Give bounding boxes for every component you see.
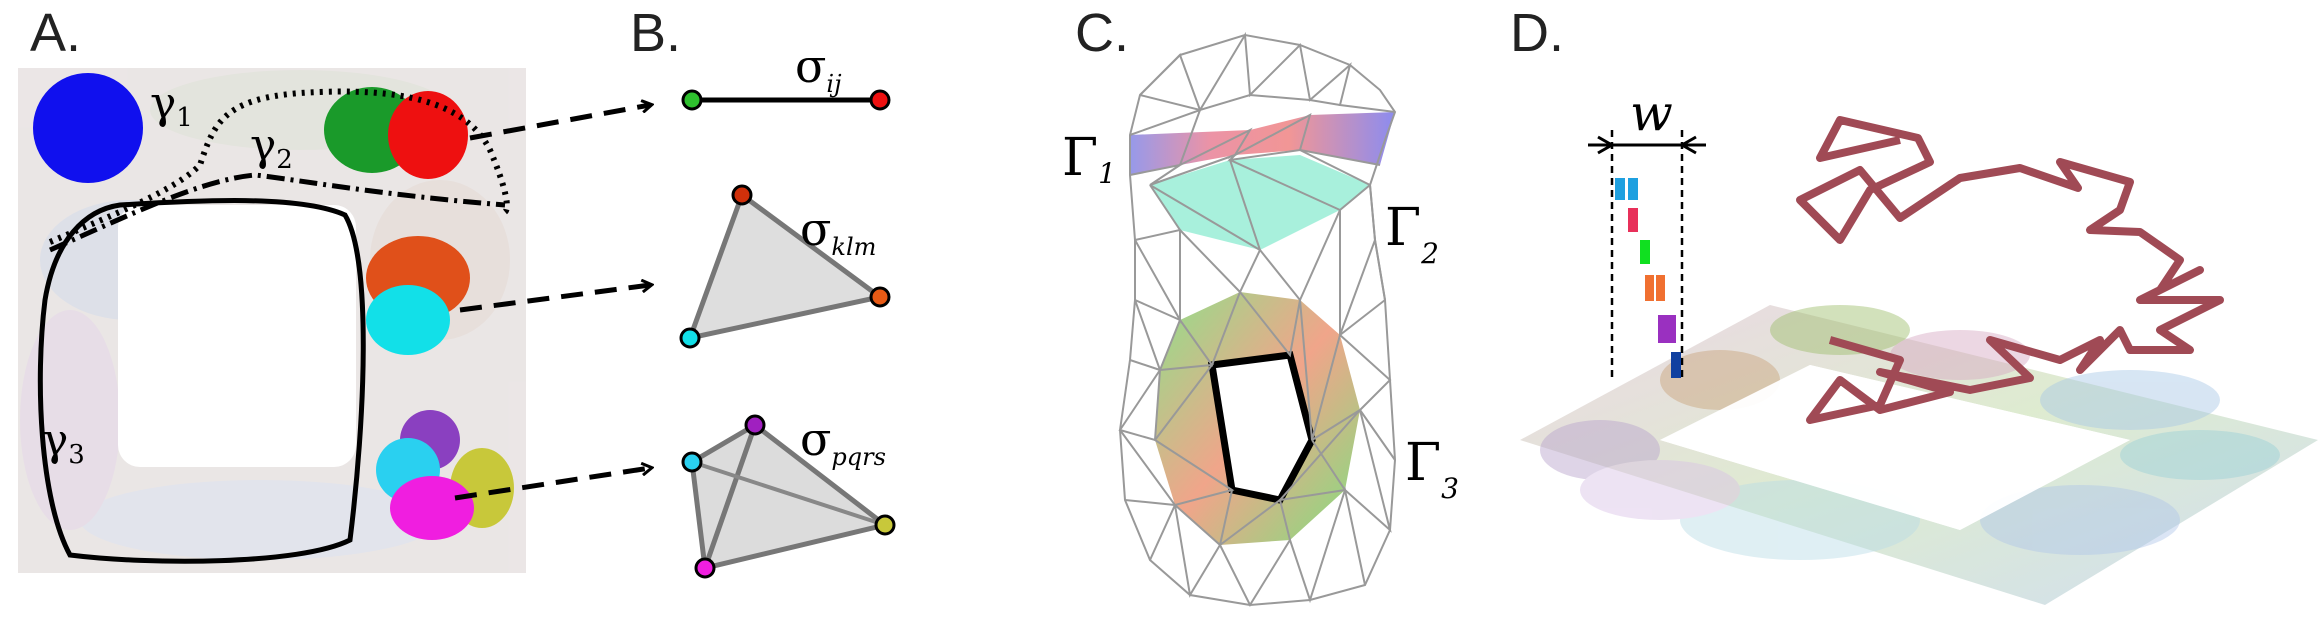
hole — [118, 205, 356, 467]
sigma-ij-label: σij — [795, 39, 842, 98]
tetrahedron-edge — [702, 424, 758, 569]
window-label: w — [1630, 84, 1673, 142]
trajectory — [1796, 116, 2224, 424]
panel-b: σij σklm σpqrs — [679, 39, 896, 579]
vertex-k — [731, 184, 753, 206]
path-gamma-2 — [48, 172, 506, 253]
panel-a: γ1 γ2 γ3 — [18, 68, 526, 573]
sigma-klm-label: σklm — [800, 202, 876, 261]
spike-raster — [1615, 178, 1681, 378]
panel-b-letter: B. — [630, 3, 682, 63]
panel-d: w — [1520, 84, 2318, 605]
gamma-3-label: γ3 — [42, 415, 85, 470]
path-gamma-1 — [48, 88, 510, 245]
panel-c: Γ1 Γ2 Γ3 — [1062, 31, 1459, 608]
cluster-blue — [33, 73, 143, 183]
vertex-m — [679, 327, 701, 349]
floor-hole-top — [1660, 365, 2130, 530]
triangle-sigma-klm — [686, 191, 886, 342]
vertex-s — [694, 557, 716, 579]
arrows-a-to-b — [454, 105, 650, 501]
cluster-magenta — [390, 476, 474, 540]
panel-c-letter: C. — [1075, 3, 1129, 63]
panel-a-letter: A. — [30, 3, 82, 63]
triangulation-mesh — [1118, 31, 1397, 608]
Gamma-2-label: Γ2 — [1385, 198, 1439, 270]
band-gamma-1 — [1130, 112, 1395, 175]
vertex-q — [681, 451, 703, 473]
cluster-cyan-1 — [366, 285, 450, 355]
arrow-right-icon — [469, 105, 650, 141]
arrow-right-icon — [1681, 135, 1697, 155]
vertex-j — [869, 89, 891, 111]
cluster-red — [388, 91, 468, 179]
gamma-2-label: γ2 — [250, 120, 293, 175]
path-gamma-3 — [37, 198, 366, 564]
vertex-l — [869, 286, 891, 308]
tetrahedron-edge — [691, 460, 886, 527]
band-gamma-2 — [1150, 155, 1370, 250]
gamma-1-label: γ1 — [150, 78, 193, 133]
vertex-p — [744, 414, 766, 436]
Gamma-1-label: Γ1 — [1062, 128, 1116, 190]
ring-hole — [1207, 351, 1316, 504]
panel-d-letter: D. — [1510, 3, 1564, 63]
vertex-i — [681, 89, 703, 111]
arrow-left-icon — [1597, 135, 1613, 155]
sigma-pqrs-label: σpqrs — [800, 412, 886, 471]
vertex-r — [874, 514, 896, 536]
Gamma-3-label: Γ3 — [1405, 433, 1459, 505]
